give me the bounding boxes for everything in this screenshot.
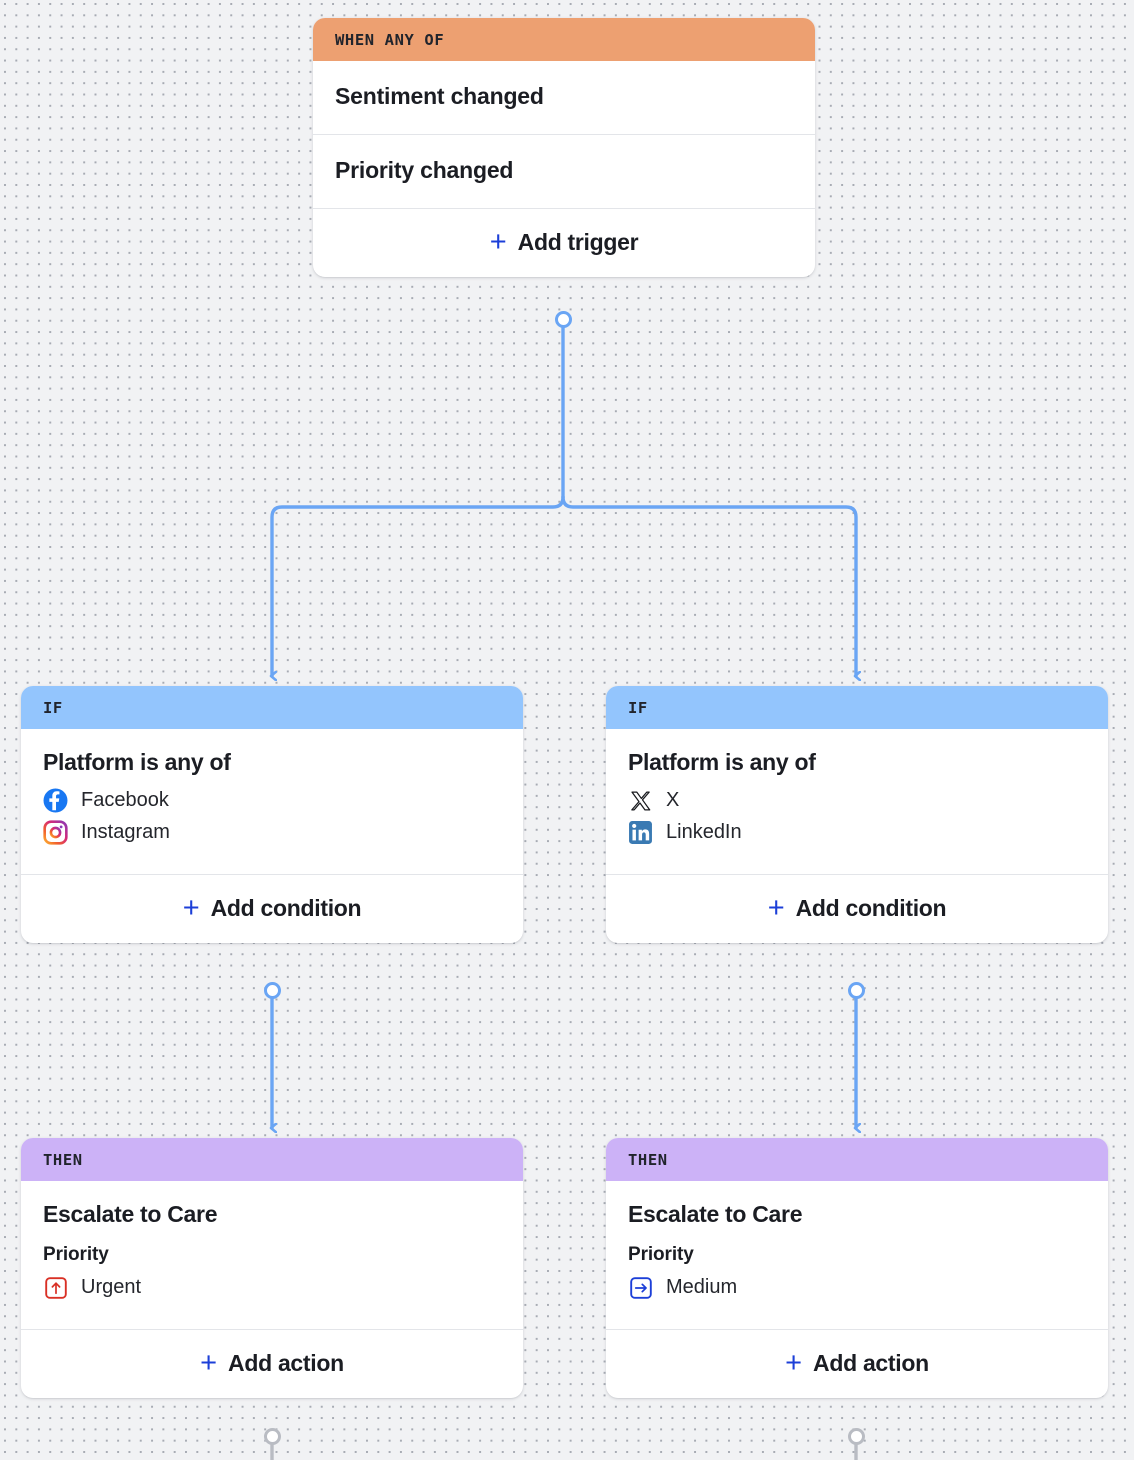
action-card-left[interactable]: THEN Escalate to Care Priority Urgent + … [21, 1138, 523, 1398]
arrow-right-box-icon [628, 1275, 653, 1300]
condition-card-right-header: IF [606, 686, 1108, 729]
action-left-body: Escalate to Care Priority Urgent [21, 1181, 523, 1329]
condition-value-linkedin: LinkedIn [628, 820, 1086, 845]
condition-value-label: Facebook [81, 789, 169, 811]
add-action-button-left[interactable]: + Add action [21, 1329, 523, 1398]
condition-value-facebook: Facebook [43, 788, 501, 813]
action-card-left-header: THEN [21, 1138, 523, 1181]
action-left-output-handle[interactable] [263, 1428, 281, 1445]
condition-card-right[interactable]: IF Platform is any of X [606, 686, 1108, 943]
action-left-title: Escalate to Care [43, 1201, 218, 1227]
plus-icon: + [785, 1347, 803, 1380]
condition-value-instagram: Instagram [43, 820, 501, 845]
trigger-card[interactable]: WHEN ANY OF Sentiment changed Priority c… [313, 18, 815, 277]
add-condition-button-right[interactable]: + Add condition [606, 874, 1108, 943]
plus-icon: + [200, 1347, 218, 1380]
add-action-label-right: Add action [813, 1350, 929, 1376]
add-action-button-right[interactable]: + Add action [606, 1329, 1108, 1398]
trigger-card-header: WHEN ANY OF [313, 18, 815, 61]
condition-value-label: Instagram [81, 821, 170, 843]
condition-value-x: X [628, 788, 1086, 813]
facebook-icon [43, 788, 68, 813]
action-right-field-label: Priority [628, 1244, 694, 1265]
add-condition-label-left: Add condition [210, 895, 362, 921]
action-right-priority-label: Medium [666, 1276, 738, 1298]
condition-value-label: X [666, 789, 680, 811]
edge-branch-right [561, 495, 856, 676]
action-right-priority-value: Medium [628, 1275, 1086, 1300]
trigger-output-handle[interactable] [554, 311, 572, 328]
condition-right-body: Platform is any of X [606, 729, 1108, 874]
action-left-priority-label: Urgent [81, 1276, 142, 1298]
add-action-label-left: Add action [228, 1350, 344, 1376]
action-card-right[interactable]: THEN Escalate to Care Priority Medium + … [606, 1138, 1108, 1398]
trigger-item-priority-changed[interactable]: Priority changed [313, 134, 815, 208]
condition-value-label: LinkedIn [666, 821, 742, 843]
add-condition-button-left[interactable]: + Add condition [21, 874, 523, 943]
x-twitter-icon [628, 788, 653, 813]
plus-icon: + [182, 892, 200, 925]
plus-icon: + [489, 226, 507, 259]
condition-left-output-handle[interactable] [263, 982, 281, 999]
action-card-right-header: THEN [606, 1138, 1108, 1181]
plus-icon: + [767, 892, 785, 925]
condition-card-left[interactable]: IF Platform is any of Facebook [21, 686, 523, 943]
condition-card-left-header: IF [21, 686, 523, 729]
arrow-up-box-icon [43, 1275, 68, 1300]
instagram-icon [43, 820, 68, 845]
condition-right-title: Platform is any of [628, 749, 816, 775]
action-right-body: Escalate to Care Priority Medium [606, 1181, 1108, 1329]
linkedin-icon [628, 820, 653, 845]
add-trigger-label: Add trigger [517, 229, 639, 255]
edge-branch-left [272, 495, 565, 676]
add-condition-label-right: Add condition [795, 895, 947, 921]
action-left-priority-value: Urgent [43, 1275, 501, 1300]
condition-left-body: Platform is any of Facebook [21, 729, 523, 874]
condition-right-output-handle[interactable] [847, 982, 865, 999]
add-trigger-button[interactable]: + Add trigger [313, 208, 815, 277]
condition-left-title: Platform is any of [43, 749, 231, 775]
trigger-item-sentiment-changed[interactable]: Sentiment changed [335, 83, 544, 109]
action-right-output-handle[interactable] [847, 1428, 865, 1445]
action-left-field-label: Priority [43, 1244, 109, 1265]
action-right-title: Escalate to Care [628, 1201, 803, 1227]
